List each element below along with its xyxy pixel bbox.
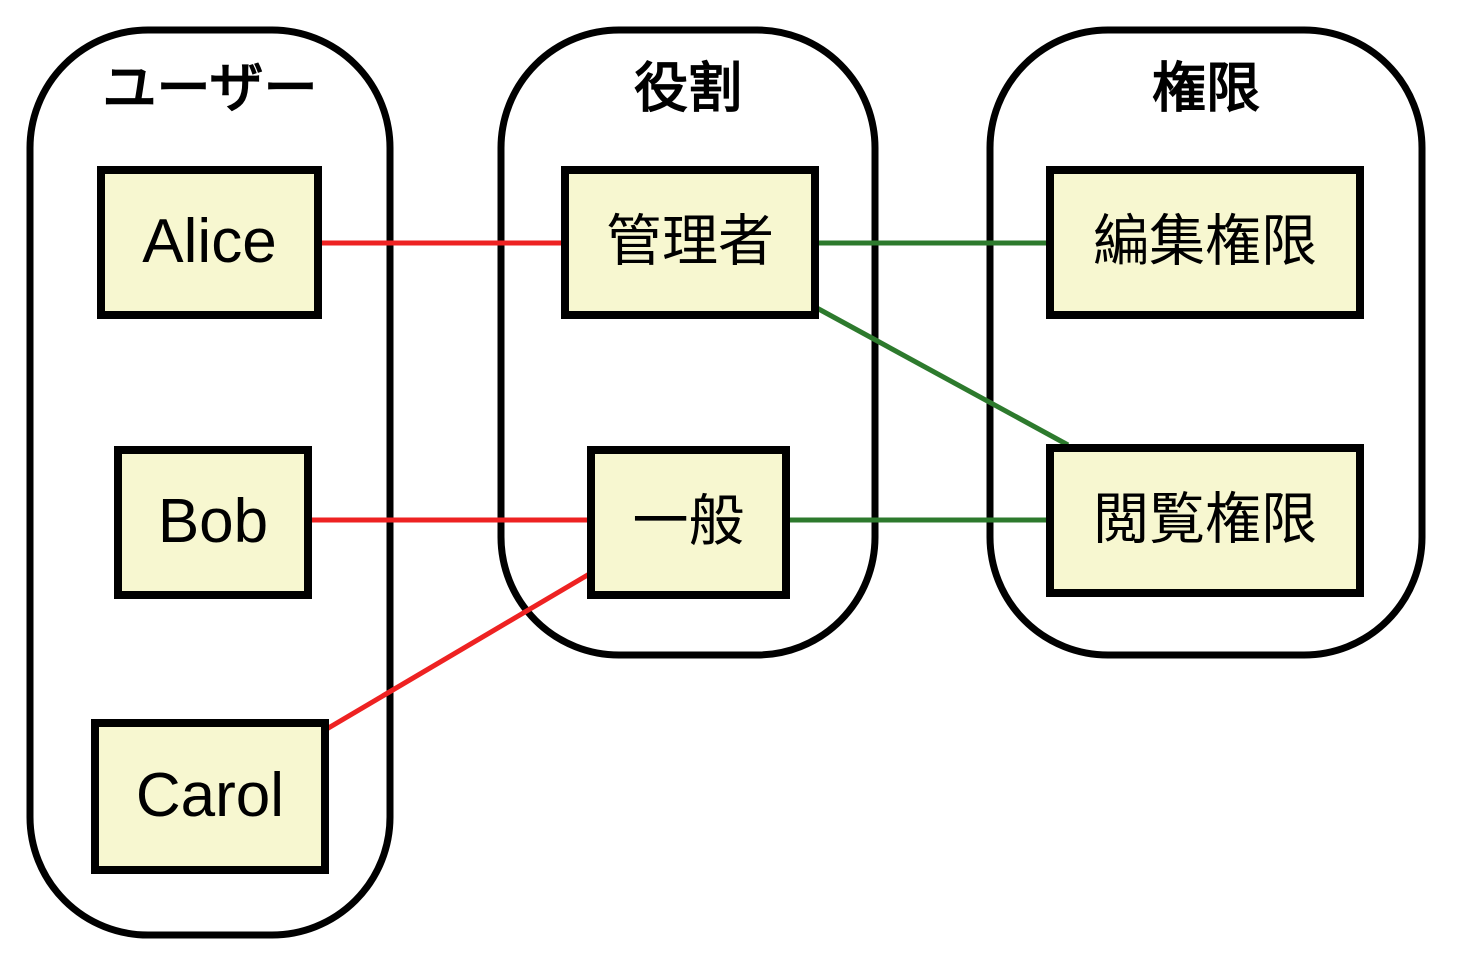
node-box-bob[interactable]	[114, 446, 312, 599]
node-box-view_perm[interactable]	[1046, 444, 1364, 597]
node-label-carol: Carol	[136, 761, 284, 830]
node-box-general[interactable]	[587, 446, 790, 599]
node-label-bob: Bob	[158, 487, 268, 556]
node-box-carol[interactable]	[91, 719, 329, 874]
node-box-admin[interactable]	[561, 166, 819, 319]
node-box-edit_perm[interactable]	[1046, 166, 1364, 319]
edge-admin-view	[813, 304, 1070, 448]
node-label-alice: Alice	[142, 207, 276, 276]
group-title-roles: 役割	[634, 57, 742, 120]
group-title-users: ユーザー	[103, 57, 318, 120]
node-label-general: 一般	[633, 490, 745, 555]
groups-layer: ユーザー 役割 権限	[26, 26, 1426, 939]
node-label-edit_perm: 編集権限	[1093, 210, 1317, 275]
group-container-permissions	[986, 26, 1426, 659]
node-label-admin: 管理者	[606, 210, 774, 275]
edge-carol-general	[323, 570, 593, 733]
edges-layer	[308, 240, 1070, 733]
group-container-users	[26, 26, 394, 939]
node-label-view_perm: 閲覧権限	[1093, 488, 1317, 553]
node-box-alice[interactable]	[97, 166, 322, 319]
group-title-permissions: 権限	[1152, 57, 1260, 120]
